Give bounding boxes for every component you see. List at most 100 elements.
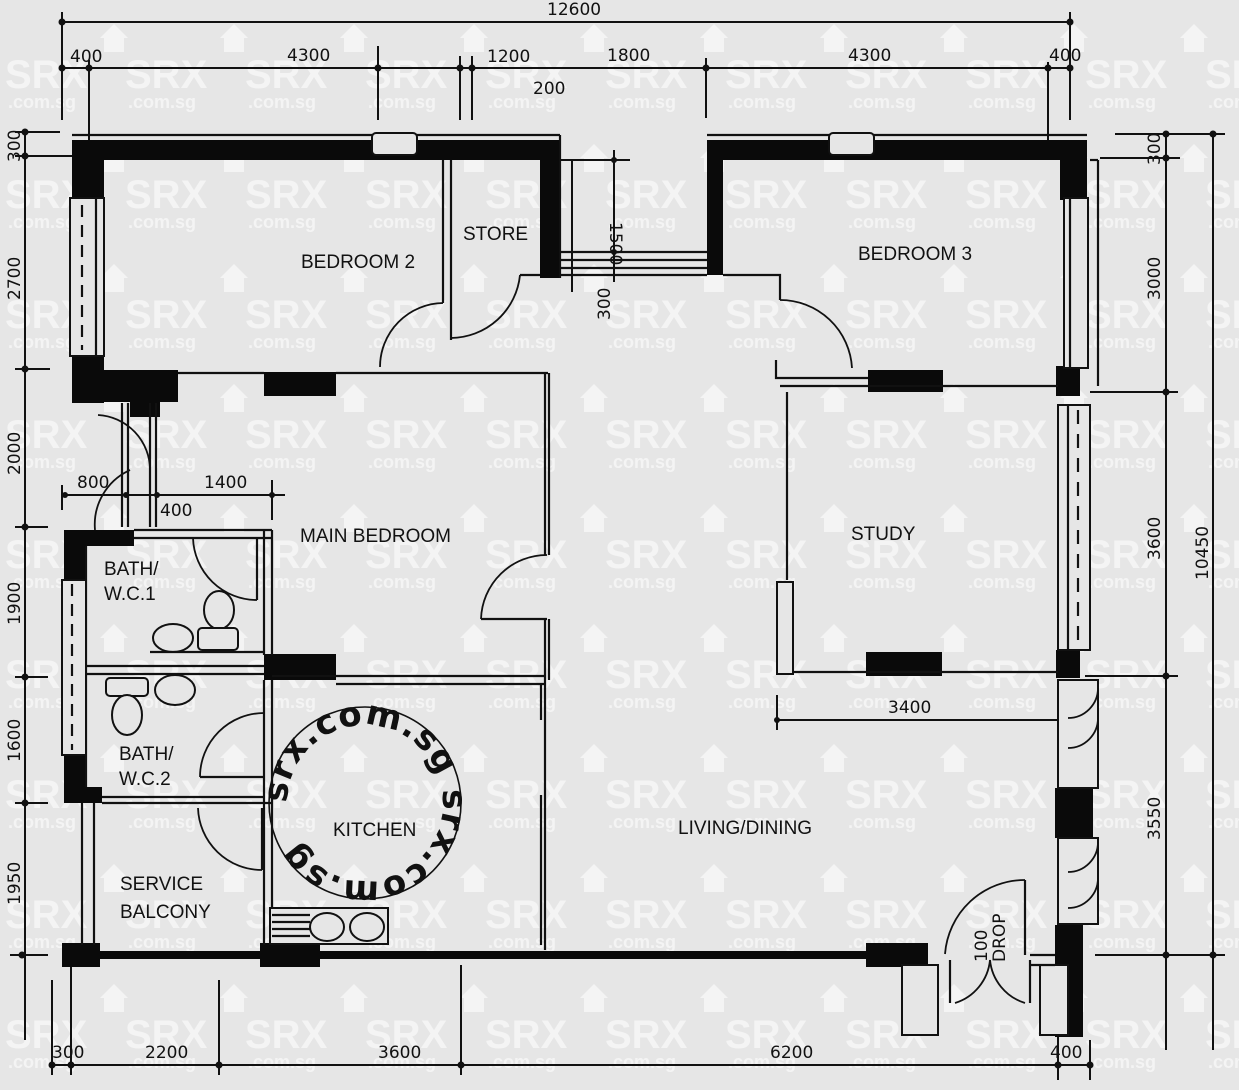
watermark-brand: SRX [845,773,928,817]
watermark-brand: SRX [1205,293,1239,337]
label-drop: DROP [990,913,1010,962]
watermark-brand: SRX [1205,53,1239,97]
label-main-bedroom: MAIN BEDROOM [300,526,451,547]
house-icon [220,264,248,292]
watermark-domain: .com.sg [8,212,76,232]
watermark-brand: SRX [965,53,1048,97]
watermark-brand: SRX [845,53,928,97]
label-service-line1: SERVICE [120,874,203,895]
label-bedroom-2: BEDROOM 2 [301,252,415,273]
dim-left-3: 2000 [5,432,25,475]
watermark-brand: SRX [1085,533,1168,577]
house-icon [460,744,488,772]
watermark-domain: .com.sg [8,1052,76,1072]
watermark-brand: SRX [125,293,208,337]
house-icon [580,504,608,532]
dim-bath-offset: 1400 [204,473,247,493]
watermark-brand: SRX [725,413,808,457]
house-icon [340,864,368,892]
house-icon [340,504,368,532]
watermark-brand: SRX [965,893,1048,937]
watermark-brand: SRX [245,293,328,337]
dim-top-4: 200 [533,79,565,99]
dim-right-3: 3600 [1145,517,1165,560]
watermark-brand: SRX [605,653,688,697]
watermark-domain: .com.sg [968,812,1036,832]
watermark-brand: SRX [365,533,448,577]
watermark-domain: .com.sg [1088,452,1156,472]
label-bath-1-line2: W.C.1 [104,584,156,605]
house-icon [580,624,608,652]
house-icon [340,264,368,292]
watermark-domain: .com.sg [368,812,436,832]
house-icon [700,384,728,412]
house-icon [820,384,848,412]
watermark-domain: .com.sg [248,692,316,712]
watermark-brand: SRX [1085,1013,1168,1057]
house-icon [700,744,728,772]
house-icon [1180,744,1208,772]
watermark-domain: .com.sg [128,332,196,352]
house-icon [340,24,368,52]
watermark-brand: SRX [485,893,568,937]
watermark-domain: .com.sg [248,332,316,352]
watermark-domain: .com.sg [968,212,1036,232]
watermark-domain: .com.sg [848,812,916,832]
watermark-domain: .com.sg [488,452,556,472]
watermark-brand: SRX [365,413,448,457]
dim-bottom-1: 300 [52,1043,84,1063]
watermark-brand: SRX [1205,773,1239,817]
watermark-domain: .com.sg [1088,572,1156,592]
watermark-brand: SRX [125,413,208,457]
house-icon [1180,144,1208,172]
watermark-domain: .com.sg [1088,692,1156,712]
watermark-domain: .com.sg [488,932,556,952]
watermark-domain: .com.sg [608,692,676,712]
house-icon [1180,24,1208,52]
house-icon [100,624,128,652]
house-icon [1180,624,1208,652]
label-bath-2-line1: BATH/ [119,744,174,765]
dim-top-1: 400 [70,47,102,67]
watermark-domain: .com.sg [728,212,796,232]
dim-left-5: 1600 [5,719,25,762]
watermark-domain: .com.sg [848,332,916,352]
dim-right-overall: 10450 [1193,526,1213,580]
watermark-brand: SRX [125,173,208,217]
watermark-domain: .com.sg [1208,572,1239,592]
watermark-domain: .com.sg [728,692,796,712]
label-service-line2: BALCONY [120,902,211,923]
watermark-domain: .com.sg [608,572,676,592]
house-icon [220,504,248,532]
watermark-brand: SRX [1085,413,1168,457]
watermark-brand: SRX [1205,653,1239,697]
watermark-domain: .com.sg [1208,92,1239,112]
dim-top-overall: 12600 [547,0,601,20]
watermark-domain: .com.sg [488,332,556,352]
watermark-domain: .com.sg [1208,692,1239,712]
watermark-domain: .com.sg [368,692,436,712]
house-icon [1180,264,1208,292]
watermark-domain: .com.sg [8,812,76,832]
house-icon [220,864,248,892]
dim-bottom-4: 6200 [770,1043,813,1063]
house-icon [460,864,488,892]
dim-left-6: 1950 [5,862,25,905]
house-icon [220,384,248,412]
dim-top-3: 1200 [487,47,530,67]
house-icon [100,24,128,52]
watermark-brand: SRX [1205,173,1239,217]
watermark-domain: .com.sg [848,92,916,112]
house-icon [580,144,608,172]
house-icon [940,864,968,892]
house-icon [820,624,848,652]
house-icon [940,744,968,772]
house-icon [460,984,488,1012]
watermark-domain: .com.sg [248,92,316,112]
watermark-brand: SRX [965,773,1048,817]
watermark-domain: .com.sg [1088,92,1156,112]
watermark-brand: SRX [1085,53,1168,97]
watermark-domain: .com.sg [728,812,796,832]
watermark-domain: .com.sg [368,1052,436,1072]
dim-corridor-window: 1500 [605,222,625,265]
